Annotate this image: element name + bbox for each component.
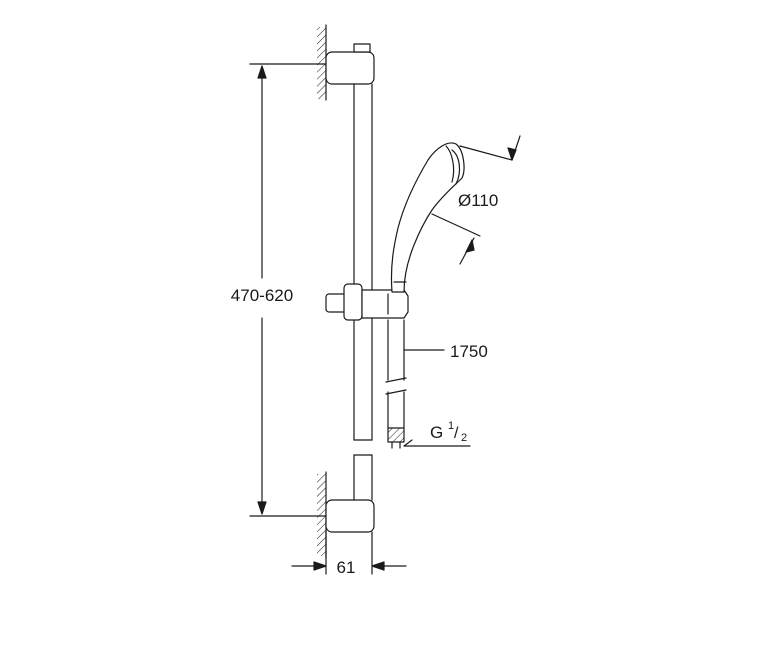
connection-thread-base: G xyxy=(430,423,443,442)
rail-height-label: 470-620 xyxy=(231,286,293,305)
head-diameter-label: Ø110 xyxy=(458,191,498,210)
hose-connector xyxy=(387,427,405,449)
offset-dimension-line xyxy=(291,531,407,575)
wall-bottom xyxy=(317,471,327,559)
connection-thread-label: G 1 / 2 xyxy=(430,420,467,444)
connection-leader xyxy=(403,439,471,447)
shower-hose xyxy=(385,319,407,429)
top-bracket xyxy=(325,43,375,85)
connection-thread-denominator: 2 xyxy=(461,432,467,444)
shower-rail xyxy=(353,83,373,501)
hose-length-label: 1750 xyxy=(450,342,488,361)
connection-thread-numerator: 1 xyxy=(448,420,454,432)
connection-thread-slash: / xyxy=(454,425,459,442)
rail-slider xyxy=(325,283,409,321)
wall-offset-label: 61 xyxy=(337,558,356,577)
wall-top xyxy=(317,24,327,101)
bottom-bracket xyxy=(325,499,375,533)
diameter-dimension-line xyxy=(431,135,521,265)
height-dimension-line xyxy=(249,63,327,517)
hand-shower xyxy=(390,142,465,293)
